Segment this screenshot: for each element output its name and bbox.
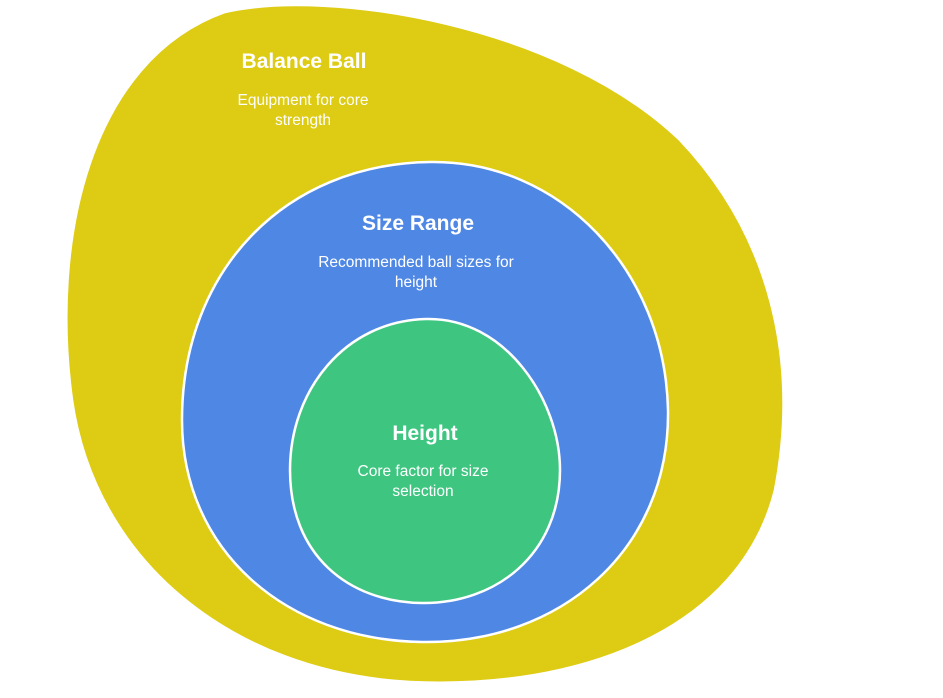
- inner-layer-description: Core factor for size selection: [357, 463, 489, 500]
- middle-layer-description: Recommended ball sizes for height: [318, 254, 514, 291]
- middle-layer-title: Size Range: [361, 212, 475, 235]
- outer-layer-title: Balance Ball: [241, 50, 367, 73]
- inner-layer-shape: [288, 317, 562, 605]
- outer-layer-description: Equipment for core strength: [237, 92, 369, 129]
- inner-layer-title: Height: [392, 422, 458, 445]
